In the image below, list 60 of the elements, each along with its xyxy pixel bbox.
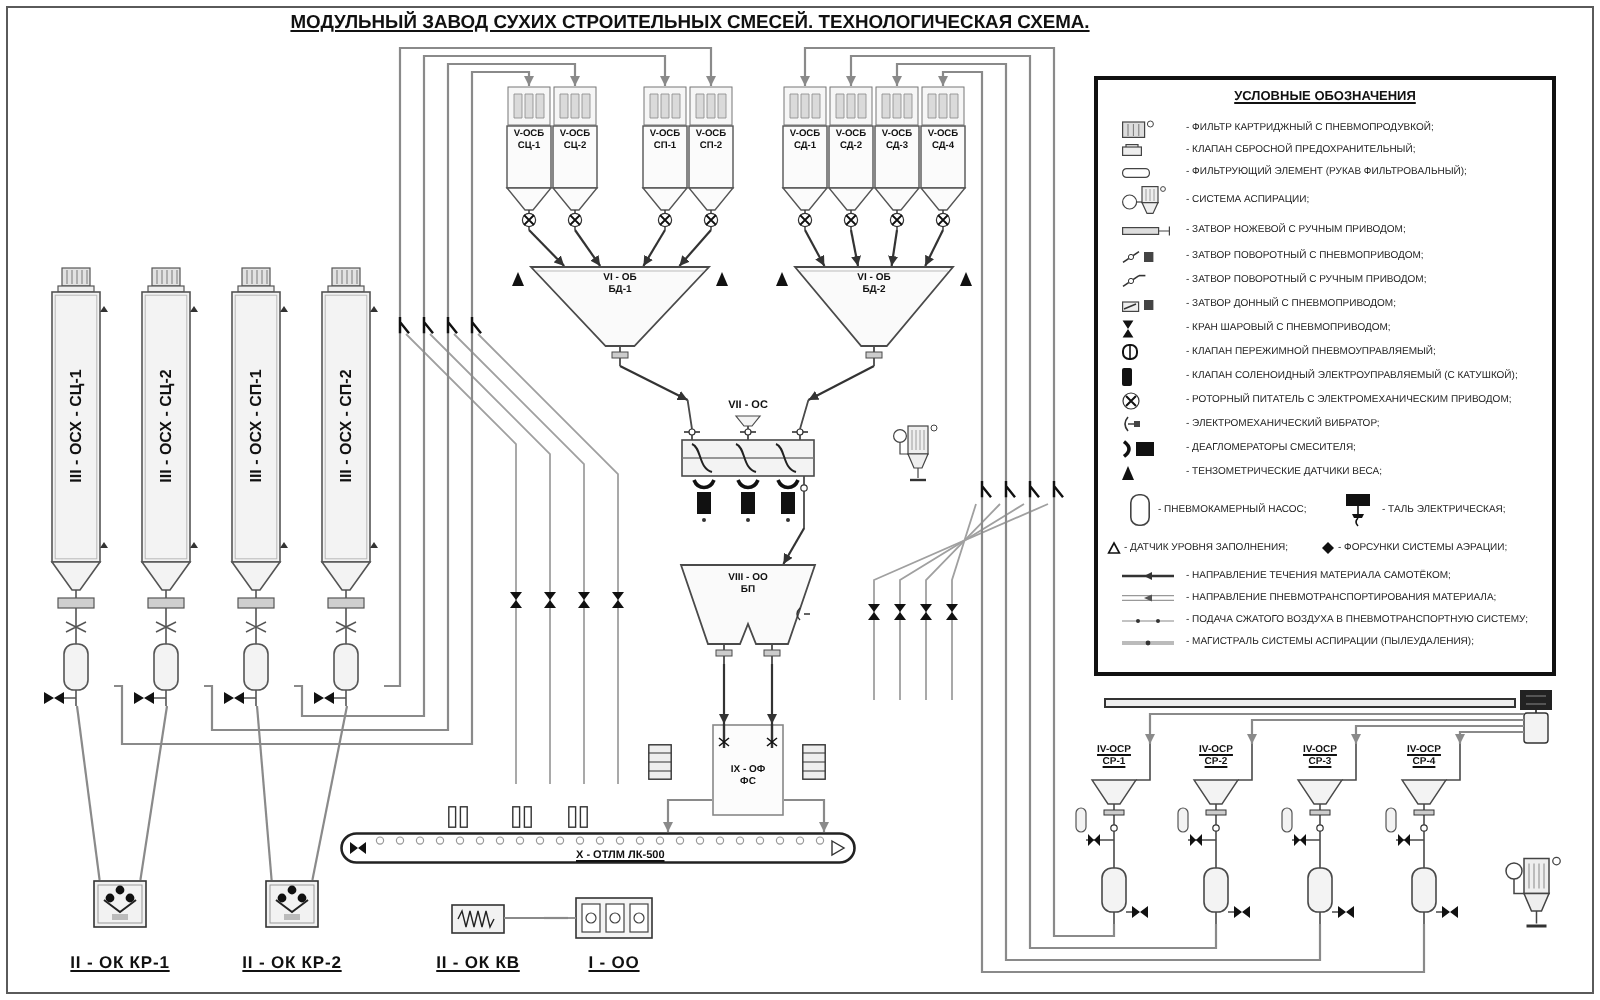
flow-arrow — [1247, 718, 1516, 744]
pipeline — [255, 705, 273, 881]
flow-arrow — [892, 62, 1322, 962]
diagram-title: МОДУЛЬНЫЙ ЗАВОД СУХИХ СТРОИТЕЛЬНЫХ СМЕСЕЙ. ТЕХНОЛОГИЧЕСКАЯ СХЕМА. — [290, 10, 1090, 34]
silo-label: III - ОСХ - СП-2 — [337, 369, 355, 483]
flow-arrow — [767, 664, 777, 724]
feed-bin — [828, 86, 874, 230]
flow-arrow — [784, 798, 829, 832]
flow-arrow — [782, 527, 806, 565]
flow-arrow — [642, 229, 666, 267]
equipment-label: II - ОК КВ — [436, 952, 520, 972]
pipeline — [311, 705, 349, 881]
packing-machine — [712, 724, 784, 816]
belt-conveyor — [340, 832, 856, 864]
flow-arrow — [574, 229, 602, 267]
storage-silo — [220, 266, 294, 706]
feed-bin — [874, 86, 920, 230]
flow-arrow — [663, 798, 712, 832]
flow-arrow — [1455, 730, 1516, 744]
storage-silo — [130, 266, 204, 706]
flow-arrow — [113, 70, 534, 746]
flow-arrow — [719, 664, 729, 724]
equipment-label: II - ОК КР-2 — [242, 952, 342, 972]
equipment-label: I - ОО — [588, 952, 640, 972]
mixer — [676, 400, 820, 528]
flow-arrow — [849, 229, 861, 267]
silo-label: III - ОСХ - СЦ-1 — [67, 369, 85, 483]
flow-arrow — [800, 46, 1116, 938]
buffer-hopper — [680, 564, 816, 664]
flow-arrow — [1145, 712, 1516, 744]
flow-arrow — [938, 70, 1426, 974]
weighing-hopper — [794, 266, 954, 366]
pipeline — [75, 705, 101, 881]
pipeline — [544, 916, 568, 920]
electric-hoist — [1516, 688, 1556, 744]
silo-label: III - ОСХ - СП-1 — [247, 369, 265, 483]
flow-arrow — [619, 365, 689, 401]
feed-bin — [552, 86, 598, 230]
weighing-hopper — [530, 266, 710, 366]
equipment-label: II - ОК КР-1 — [70, 952, 170, 972]
flow-arrow — [924, 229, 944, 267]
feed-bin — [782, 86, 828, 230]
flow-arrow — [807, 365, 875, 401]
pipeline — [139, 705, 169, 881]
silo-label: III - ОСХ - СЦ-2 — [157, 369, 175, 483]
storage-silo — [310, 266, 384, 706]
flow-arrow — [846, 54, 1218, 950]
flow-arrow — [804, 229, 826, 267]
flow-arrow — [678, 229, 712, 267]
flow-arrow — [384, 46, 716, 688]
flow-arrow — [293, 54, 670, 718]
storage-silo — [40, 266, 114, 706]
feed-bin — [688, 86, 734, 230]
feed-bin — [642, 86, 688, 230]
flow-arrow — [888, 229, 899, 267]
flow-arrow — [203, 62, 580, 732]
flow-arrow — [528, 229, 565, 267]
feed-bin — [506, 86, 552, 230]
flow-arrow — [1351, 724, 1516, 744]
feed-bin — [920, 86, 966, 230]
